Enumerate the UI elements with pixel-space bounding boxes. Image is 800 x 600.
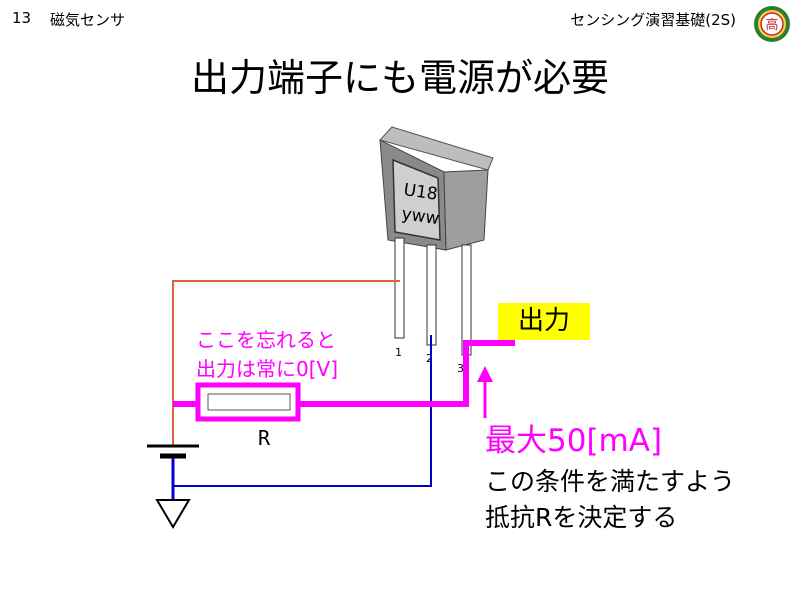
warning-note-line1: ここを忘れると [196,328,336,352]
pin-2 [426,244,437,346]
section-title: 磁気センサ [50,11,126,29]
output-wire [173,340,515,407]
ground-wire [173,335,432,487]
sensor-marking-line1: U18 [402,180,439,205]
current-arrow-icon [477,366,493,418]
supply-wire [172,280,400,445]
school-emblem-icon: 高 [754,6,790,42]
pin-3-label: 3 [457,362,464,375]
condition-text-line1: この条件を満たすよう [485,467,736,496]
course-title: センシング演習基礎(2S) [570,11,736,29]
battery-symbol [147,444,199,459]
pin-2-label: 2 [426,352,433,365]
warning-note-line2: 出力は常に0[V] [196,357,339,381]
hall-sensor-package: U18 yww [379,126,494,251]
condition-text-line2: 抵抗Rを決定する [485,503,678,532]
slide-number: 13 [12,9,32,27]
output-label: 出力 [498,303,590,340]
current-limit-label: 最大50[mA] [485,423,663,459]
page-title: 出力端子にも電源が必要 [190,56,609,100]
resistor-label: R [258,426,271,450]
logo-char: 高 [765,17,778,33]
pin-1-label: 1 [395,346,402,359]
pin-1 [394,237,405,339]
sensor-pins: 1 2 3 [394,237,472,375]
ground-symbol [155,499,191,529]
pin-3 [461,244,472,356]
